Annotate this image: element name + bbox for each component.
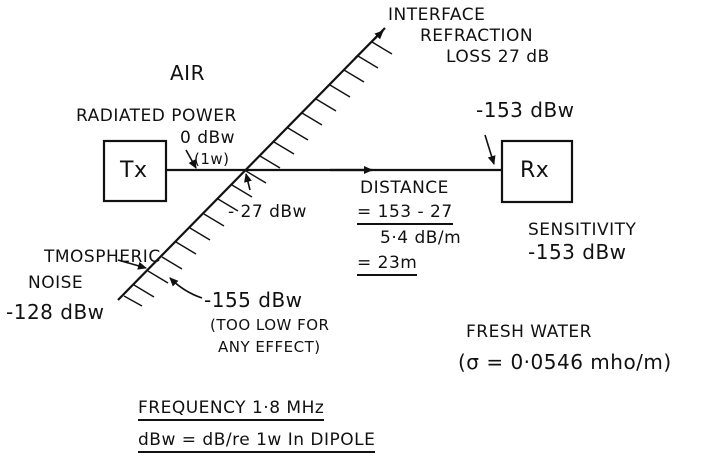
loss-arrow xyxy=(244,173,252,191)
rx-level-value: -153 dBw xyxy=(476,98,575,122)
rx-box xyxy=(500,139,574,204)
rx-level-arrow xyxy=(484,134,496,165)
tx-power-arrow xyxy=(185,149,197,169)
noise-level-value: -155 dBw xyxy=(204,288,303,312)
sensitivity-label: SENSITIVITY xyxy=(528,220,637,240)
tx-power-value: 0 dBw xyxy=(180,128,236,148)
noise-label: NOISE xyxy=(28,273,84,293)
tx-power-note: (1w) xyxy=(194,150,230,168)
distance-result: = 23m xyxy=(357,253,418,276)
fresh-water-label: FRESH WATER xyxy=(466,322,592,342)
refraction-label: REFRACTION xyxy=(420,26,534,46)
radiated-power-label: RADIATED POWER xyxy=(76,106,237,126)
distance-equation-denominator: 5·4 dB/m xyxy=(380,228,462,248)
dbw-definition: dBw = dB/re 1w In DIPOLE xyxy=(138,430,376,453)
interface-label: INTERFACE xyxy=(388,5,486,25)
distance-equation-numerator: = 153 - 27 xyxy=(357,202,453,225)
frequency-label: FREQUENCY 1·8 MHz xyxy=(138,398,325,421)
atmospheric-value: -128 dBw xyxy=(6,300,105,324)
interface-line xyxy=(117,27,386,301)
loss-level-value: - 27 dBw xyxy=(228,202,307,222)
tx-label: Tx xyxy=(120,158,148,183)
atmospheric-label: TMOSPHERIC xyxy=(44,247,161,267)
rx-label: Rx xyxy=(520,158,550,183)
conductivity-label: (σ = 0·0546 mho/m) xyxy=(458,350,672,374)
noise-level-arrow xyxy=(169,277,203,299)
water-hatching xyxy=(123,41,393,307)
air-label: AIR xyxy=(170,61,205,85)
distance-label: DISTANCE xyxy=(360,178,449,198)
atmospheric-arrow xyxy=(117,259,147,270)
sensitivity-value: -153 dBw xyxy=(528,240,627,264)
any-effect-note: ANY EFFECT) xyxy=(218,338,321,356)
loss-label: LOSS 27 dB xyxy=(446,47,550,67)
too-low-note: (TOO LOW FOR xyxy=(210,316,330,334)
interface-arrow xyxy=(354,30,384,59)
